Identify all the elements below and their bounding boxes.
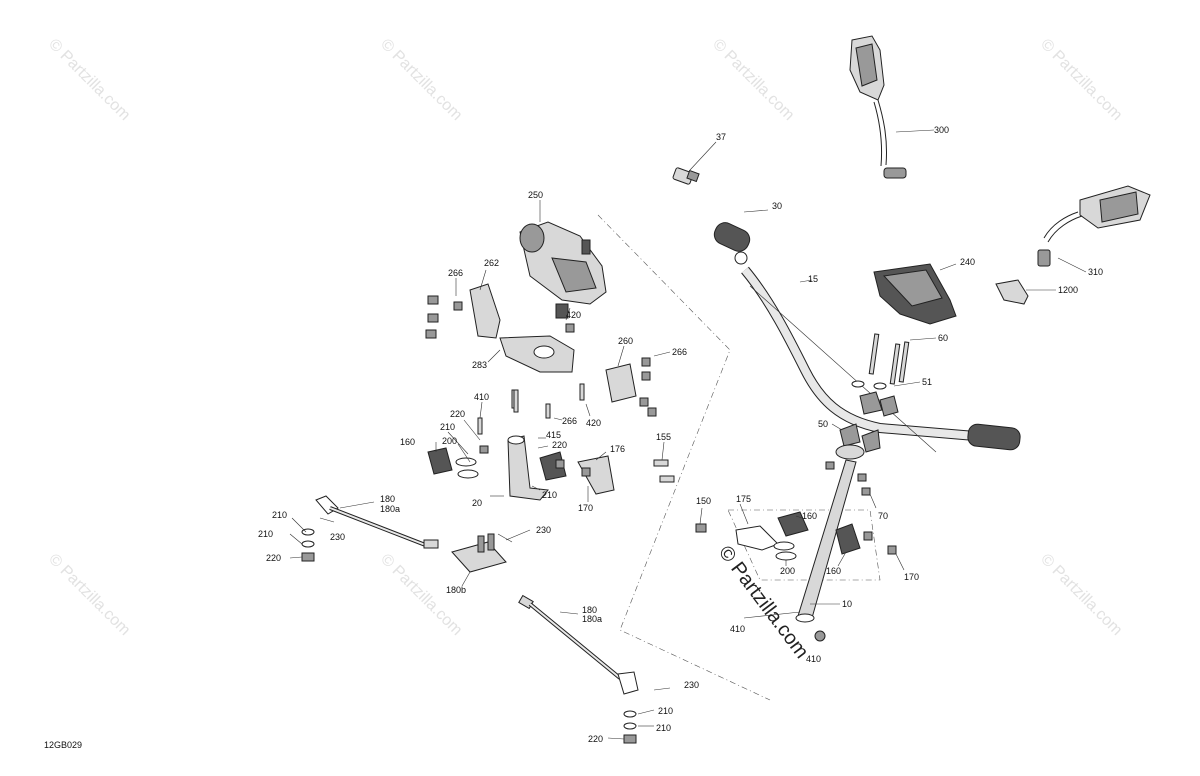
watermark-text: © Partzilla.com	[45, 36, 133, 124]
callout-1200: 1200	[1058, 285, 1078, 295]
callout-415: 415	[546, 430, 561, 440]
cover-240	[873, 263, 957, 325]
bushing-group-left	[427, 445, 567, 481]
steering-column-10	[795, 444, 865, 642]
callout-230: 230	[684, 680, 699, 690]
callout-200: 200	[780, 566, 795, 576]
watermark-text: © Partzilla.com	[377, 36, 465, 124]
callout-250: 250	[528, 190, 543, 200]
callout-240: 240	[960, 257, 975, 267]
callout-15: 15	[808, 274, 818, 284]
callout-160: 160	[802, 511, 817, 521]
assembly-outline	[597, 214, 771, 701]
callout-410: 410	[730, 624, 745, 634]
bolts-60	[868, 333, 910, 385]
callout-180a: 180a	[380, 504, 400, 514]
clamps-51-50	[839, 380, 899, 453]
callout-230: 230	[330, 532, 345, 542]
callout-170: 170	[578, 503, 593, 513]
callout-210: 210	[542, 490, 557, 500]
callout-175: 175	[736, 494, 751, 504]
assembly-outline	[727, 509, 881, 581]
watermark-layer: © Partzilla.com © Partzilla.com © Partzi…	[45, 36, 1125, 639]
diagram-code: 12GB029	[44, 740, 82, 750]
bracket-1200	[995, 279, 1029, 305]
tie-rod-center-180b	[451, 533, 507, 573]
grip-30	[713, 222, 751, 265]
callout-262: 262	[484, 258, 499, 268]
nuts-70	[825, 461, 871, 496]
callout-220: 220	[266, 553, 281, 563]
callout-210: 210	[440, 422, 455, 432]
callout-37: 37	[716, 132, 726, 142]
bolts-410-420	[477, 323, 585, 435]
callout-180b: 180b	[446, 585, 466, 595]
handlebar-15	[741, 266, 1021, 453]
mirror-left	[849, 35, 907, 179]
callout-220: 220	[552, 440, 567, 450]
callout-220: 220	[588, 734, 603, 744]
callout-60: 60	[938, 333, 948, 343]
callout-150: 150	[696, 496, 711, 506]
callout-220: 220	[450, 409, 465, 419]
watermark-text: © Partzilla.com	[1037, 551, 1125, 639]
tie-rod-left-180	[315, 495, 439, 549]
callout-51: 51	[922, 377, 932, 387]
callout-266: 266	[672, 347, 687, 357]
callout-155: 155	[656, 432, 671, 442]
callout-260: 260	[618, 336, 633, 346]
callout-266: 266	[448, 268, 463, 278]
callout-210: 210	[656, 723, 671, 733]
callout-410: 410	[474, 392, 489, 402]
callout-170: 170	[904, 572, 919, 582]
screw-37	[672, 167, 700, 185]
watermark-center-text: © Partzilla.com	[714, 542, 813, 663]
callout-410: 410	[806, 654, 821, 664]
callout-300: 300	[934, 125, 949, 135]
bracket-262-283	[469, 283, 575, 373]
callout-labels: 37 300 30 250 240 310 15 1200 266 262 42…	[258, 125, 1103, 744]
steering-shaft-20	[507, 435, 549, 501]
callout-266: 266	[562, 416, 577, 426]
callout-176: 176	[610, 444, 625, 454]
mirror-right	[1037, 185, 1151, 267]
callout-20: 20	[472, 498, 482, 508]
callout-180a: 180a	[582, 614, 602, 624]
callout-70: 70	[878, 511, 888, 521]
callout-200: 200	[442, 436, 457, 446]
callout-310: 310	[1088, 267, 1103, 277]
callout-420: 420	[586, 418, 601, 428]
callout-420: 420	[566, 310, 581, 320]
watermark-text: © Partzilla.com	[45, 551, 133, 639]
callout-180: 180	[582, 605, 597, 615]
callout-30: 30	[772, 201, 782, 211]
callout-160: 160	[826, 566, 841, 576]
callout-180: 180	[380, 494, 395, 504]
watermark-text: © Partzilla.com	[709, 36, 797, 124]
screws-266	[425, 295, 463, 339]
bracket-176	[577, 455, 675, 495]
washers-nuts	[301, 517, 671, 744]
callout-210: 210	[272, 510, 287, 520]
leader-lines	[289, 129, 1087, 740]
tie-rod-right-180	[518, 594, 639, 695]
callout-210: 210	[258, 529, 273, 539]
callout-230: 230	[536, 525, 551, 535]
callout-160: 160	[400, 437, 415, 447]
callout-210: 210	[658, 706, 673, 716]
callout-50: 50	[818, 419, 828, 429]
callout-10: 10	[842, 599, 852, 609]
steering-gearbox-250	[519, 221, 607, 319]
callout-283: 283	[472, 360, 487, 370]
bushing-group-right	[695, 511, 897, 561]
bracket-260	[605, 357, 657, 417]
watermark-text: © Partzilla.com	[1037, 36, 1125, 124]
